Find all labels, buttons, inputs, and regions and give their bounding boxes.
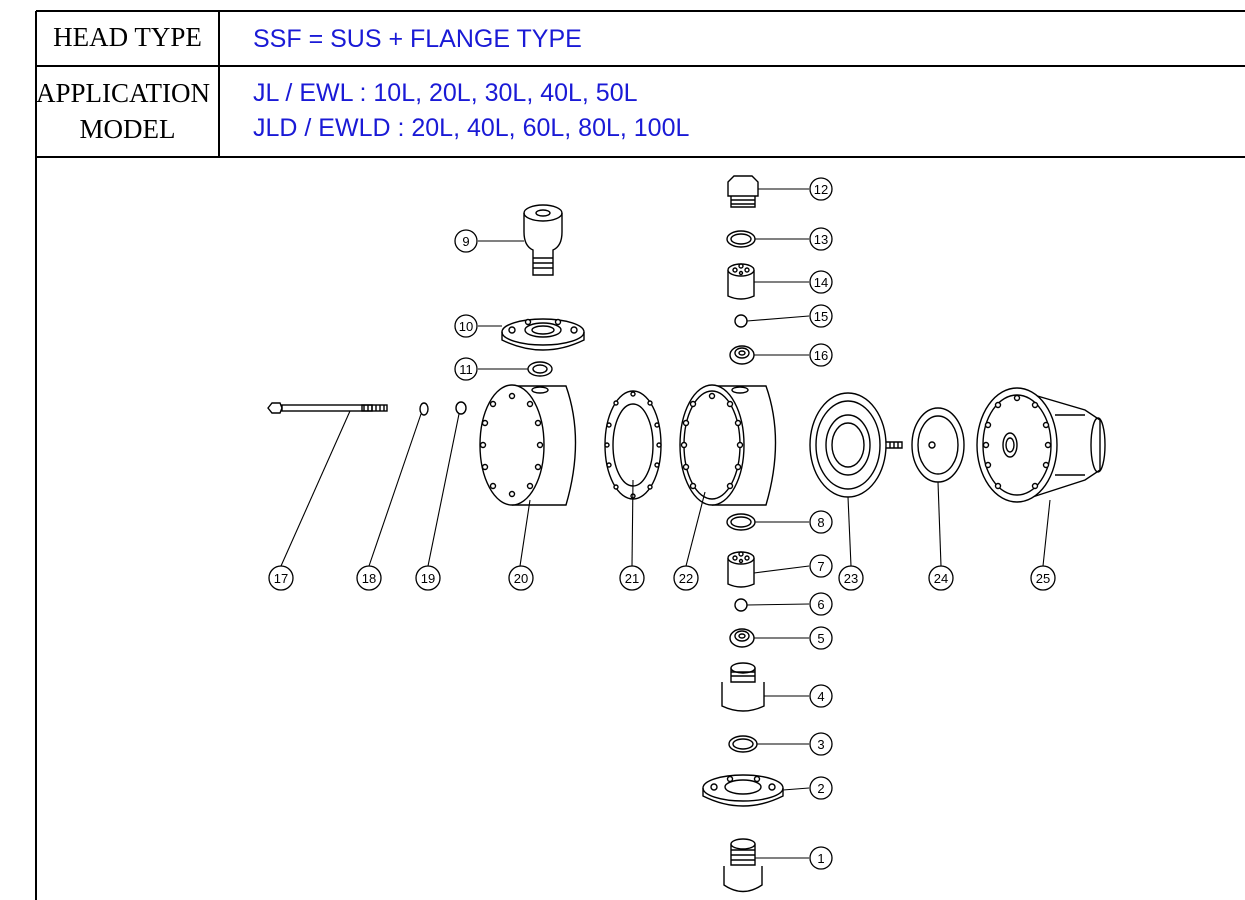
callout-19: 19 xyxy=(421,571,435,586)
part-15-ball xyxy=(734,314,748,328)
part-11-oring xyxy=(527,361,553,377)
callout-5: 5 xyxy=(817,631,824,646)
callouts xyxy=(268,177,1056,870)
callout-14: 14 xyxy=(814,275,828,290)
callout-20: 20 xyxy=(514,571,528,586)
callout-25: 25 xyxy=(1036,571,1050,586)
part-18-washer xyxy=(419,402,429,416)
callout-3: 3 xyxy=(817,737,824,752)
part-24-diaphragm-plate xyxy=(911,407,965,483)
part-9-nozzle xyxy=(523,204,563,276)
callout-17: 17 xyxy=(274,571,288,586)
part-5-valve-seat xyxy=(729,628,755,648)
part-10-flange xyxy=(501,318,585,351)
callout-7: 7 xyxy=(817,559,824,574)
part-6-ball xyxy=(734,598,748,612)
callout-1: 1 xyxy=(817,851,824,866)
head-type-label: HEAD TYPE xyxy=(53,22,202,52)
callout-11: 11 xyxy=(459,362,473,377)
callout-4: 4 xyxy=(817,689,824,704)
callout-16: 16 xyxy=(814,348,828,363)
part-23-diaphragm xyxy=(809,392,903,498)
callout-13: 13 xyxy=(814,232,828,247)
callout-9: 9 xyxy=(462,234,469,249)
part-19-washer xyxy=(455,401,467,415)
head-type-value: SSF = SUS + FLANGE TYPE xyxy=(253,25,582,53)
part-16-valve-seat xyxy=(729,345,755,365)
callout-18: 18 xyxy=(362,571,376,586)
part-4-adapter xyxy=(721,662,765,712)
part-1-nozzle xyxy=(723,838,763,893)
part-7-valve-guide xyxy=(727,551,755,588)
callout-22: 22 xyxy=(679,571,693,586)
part-17-bolt xyxy=(267,402,388,414)
part-2-flange xyxy=(702,774,784,807)
part-12-cap xyxy=(727,175,759,208)
application-value-line2: JLD / EWLD : 20L, 40L, 60L, 80L, 100L xyxy=(253,114,690,142)
callout-12: 12 xyxy=(814,182,828,197)
callout-24: 24 xyxy=(934,571,948,586)
callout-21: 21 xyxy=(625,571,639,586)
part-14-valve-guide xyxy=(727,263,755,300)
callout-15: 15 xyxy=(814,309,828,324)
application-label-line1: APPLICATION xyxy=(35,78,210,108)
callout-2: 2 xyxy=(817,781,824,796)
part-20-head-body xyxy=(479,384,577,506)
callout-8: 8 xyxy=(817,515,824,530)
part-22-diaphragm-body xyxy=(679,384,777,506)
leader-lines xyxy=(280,188,1051,859)
application-value-line1: JL / EWL : 10L, 20L, 30L, 40L, 50L xyxy=(253,79,638,107)
application-label-line2: MODEL xyxy=(79,114,176,144)
callout-23: 23 xyxy=(844,571,858,586)
callout-10: 10 xyxy=(459,319,473,334)
part-13-oring xyxy=(726,230,756,248)
callout-6: 6 xyxy=(817,597,824,612)
part-8-oring xyxy=(726,513,756,531)
part-25-housing xyxy=(976,387,1106,503)
part-3-oring xyxy=(728,735,758,753)
